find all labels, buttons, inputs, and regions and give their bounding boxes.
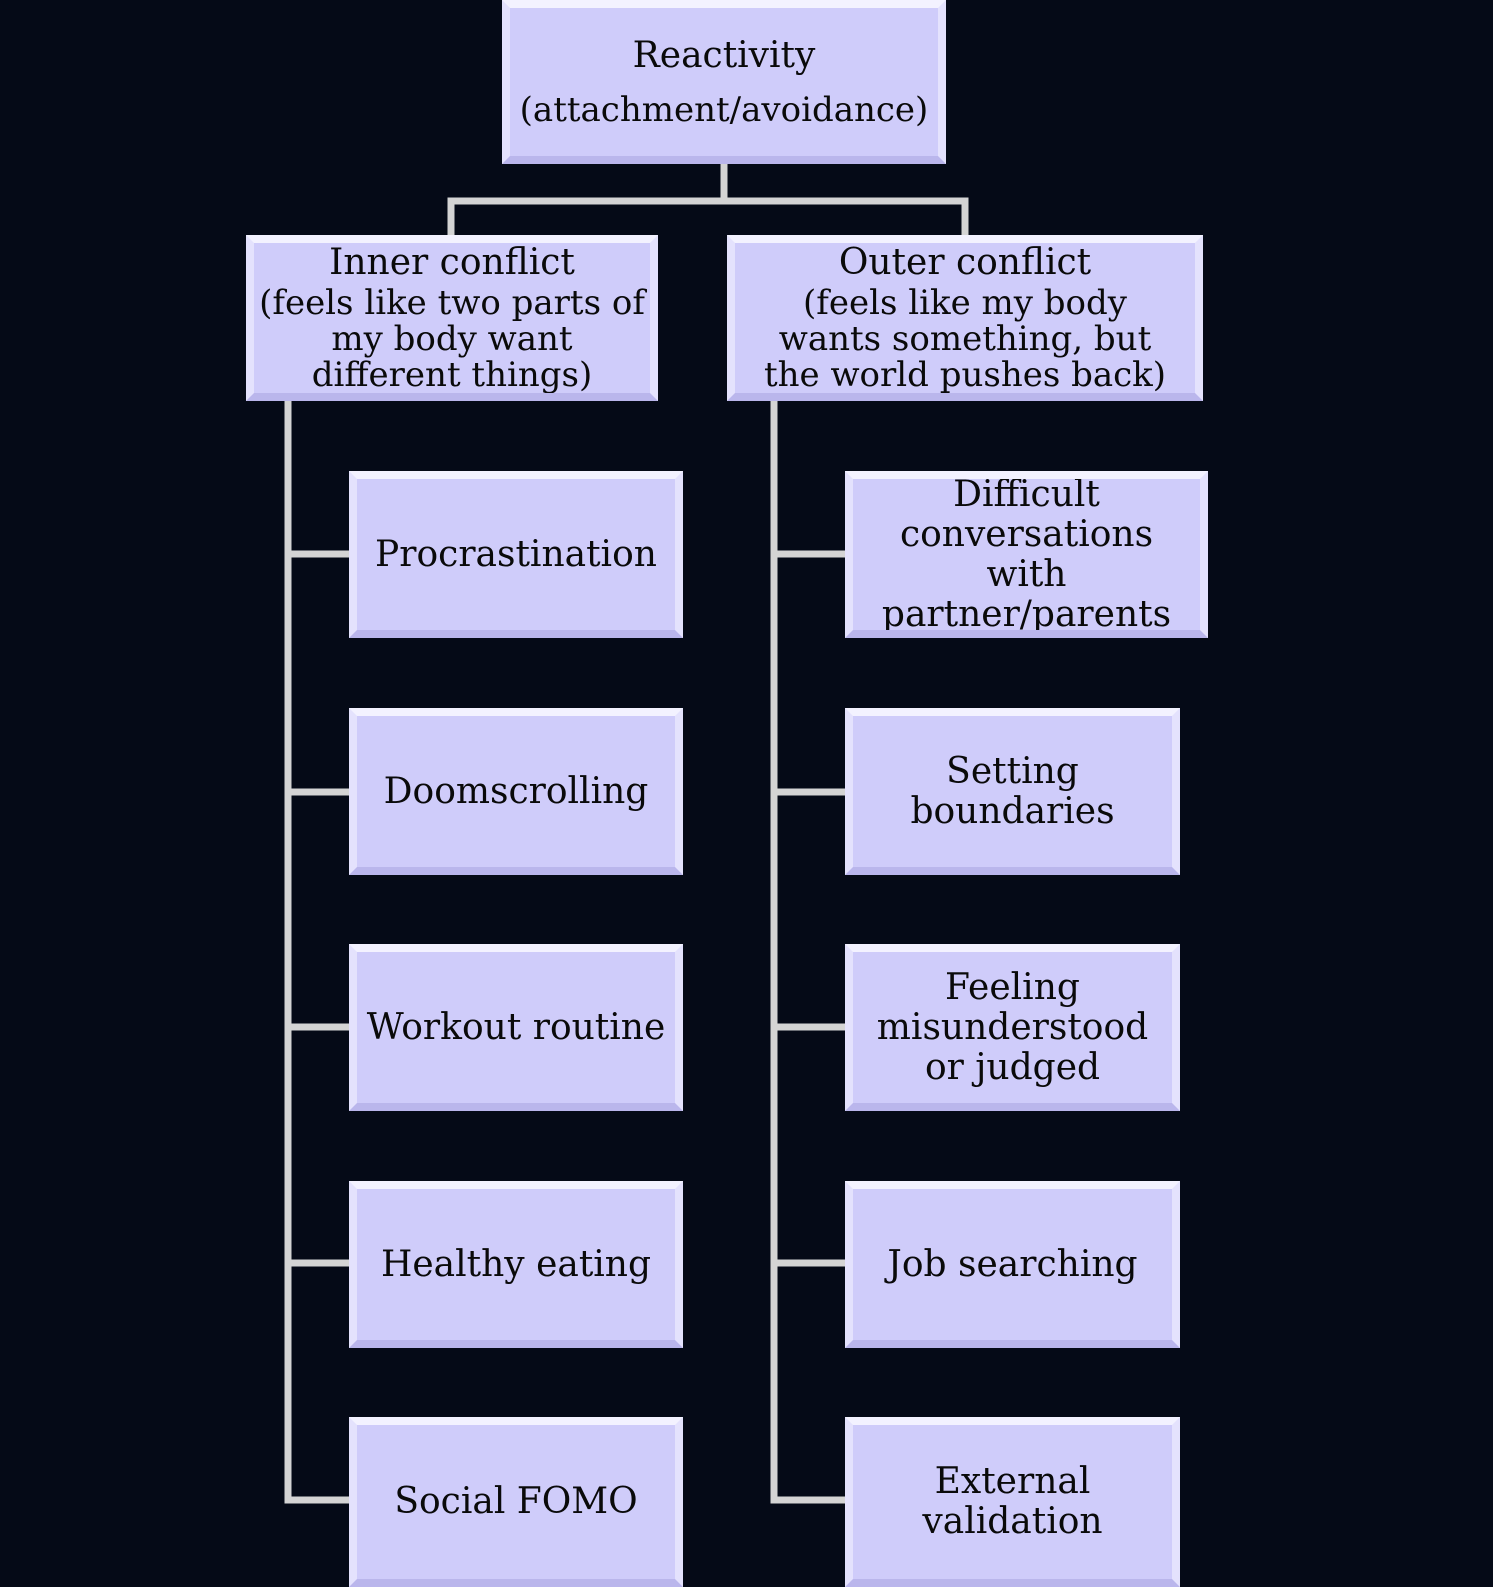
root-subtitle: (attachment/avoidance) bbox=[519, 90, 929, 130]
inner-item-workout-routine: Workout routine bbox=[349, 944, 683, 1111]
branch-inner-subtitle: (feels like two parts of my body want di… bbox=[259, 283, 645, 395]
inner-item-label: Workout routine bbox=[366, 1006, 666, 1048]
outer-item-label: Setting boundaries bbox=[910, 750, 1115, 832]
inner-item-doomscrolling: Doomscrolling bbox=[349, 708, 683, 875]
outer-item-difficult-conversations: Difficult conversations with partner/par… bbox=[845, 471, 1208, 638]
outer-item-label: Feeling misunderstood or judged bbox=[876, 966, 1149, 1088]
outer-item-job-searching: Job searching bbox=[845, 1181, 1180, 1348]
branch-outer-subtitle: (feels like my body wants something, but… bbox=[763, 283, 1167, 395]
inner-item-label: Healthy eating bbox=[380, 1243, 652, 1285]
branch-inner-title: Inner conflict bbox=[329, 242, 575, 283]
outer-item-label: Difficult conversations with partner/par… bbox=[881, 473, 1172, 635]
inner-item-label: Procrastination bbox=[375, 533, 657, 575]
inner-item-social-fomo: Social FOMO bbox=[349, 1417, 683, 1587]
inner-item-label: Social FOMO bbox=[394, 1481, 638, 1522]
inner-item-healthy-eating: Healthy eating bbox=[349, 1181, 683, 1348]
outer-item-label: External validation bbox=[922, 1461, 1103, 1542]
outer-item-external-validation: External validation bbox=[845, 1417, 1180, 1587]
outer-item-label: Job searching bbox=[887, 1243, 1138, 1285]
outer-item-feeling-misunderstood: Feeling misunderstood or judged bbox=[845, 944, 1180, 1111]
outer-item-setting-boundaries: Setting boundaries bbox=[845, 708, 1180, 875]
branch-outer-title: Outer conflict bbox=[838, 242, 1092, 283]
branch-outer-conflict: Outer conflict (feels like my body wants… bbox=[727, 235, 1203, 401]
root-node: Reactivity (attachment/avoidance) bbox=[502, 0, 946, 164]
branch-inner-conflict: Inner conflict (feels like two parts of … bbox=[246, 235, 658, 401]
inner-item-procrastination: Procrastination bbox=[349, 471, 683, 638]
root-title: Reactivity bbox=[632, 35, 816, 76]
inner-item-label: Doomscrolling bbox=[383, 770, 649, 812]
